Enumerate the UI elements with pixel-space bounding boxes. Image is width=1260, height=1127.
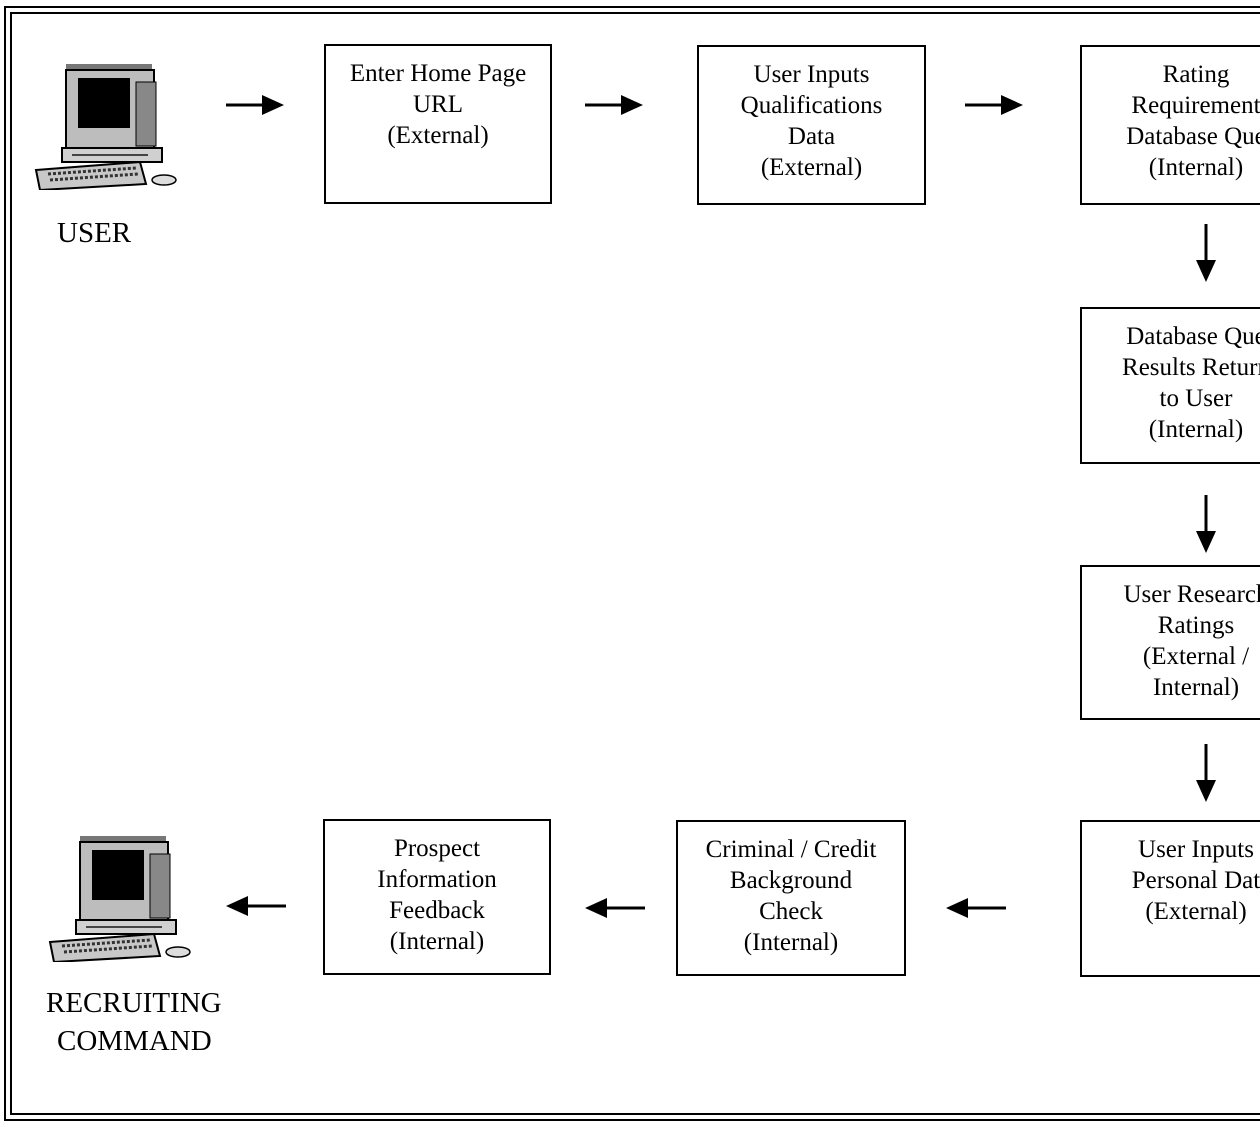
- step-text-line: Background: [729, 867, 853, 894]
- step-text-line: Results Return: [1122, 354, 1260, 381]
- step-database-query-results: Database Que Results Return to User (Int…: [1080, 307, 1260, 464]
- step-text-line: Data: [787, 123, 836, 150]
- step-text-line: (Internal): [743, 929, 839, 956]
- step-text-line: (Internal): [1148, 416, 1244, 443]
- step-text-line: (External): [1145, 898, 1247, 925]
- user-computer-icon: [34, 64, 177, 190]
- step-text-line: User Research: [1123, 581, 1260, 608]
- arrow-right-icon: [226, 95, 284, 115]
- arrow-left-icon: [585, 898, 645, 918]
- recruiting-command-label: RECRUITING COMMAND: [46, 984, 222, 1060]
- step-text-line: User Inputs: [753, 61, 870, 88]
- step-text-line: Internal): [1152, 674, 1240, 701]
- step-text-line: (Internal): [389, 928, 485, 955]
- step-text-line: URL: [413, 91, 463, 118]
- step-enter-home-page-url: Enter Home Page URL (External): [324, 44, 552, 204]
- arrow-right-icon: [965, 95, 1023, 115]
- arrow-right-icon: [585, 95, 643, 115]
- arrow-down-icon: [1196, 744, 1216, 802]
- step-text-line: Rating: [1162, 61, 1230, 88]
- step-text-line: Criminal / Credit: [705, 836, 877, 863]
- inner-frame: [10, 12, 1260, 1115]
- recruiting-computer-icon: [48, 836, 191, 962]
- step-text-line: (External): [387, 122, 489, 149]
- step-text-line: User Inputs: [1138, 836, 1254, 863]
- step-text-line: Ratings: [1157, 612, 1235, 639]
- step-rating-requirement-query: Rating Requirement Database Que (Interna…: [1080, 45, 1260, 205]
- recruiting-label-line: COMMAND: [57, 1025, 212, 1057]
- step-text-line: Check: [759, 898, 823, 925]
- recruiting-label-line: RECRUITING: [46, 987, 222, 1019]
- step-text-line: Requirement: [1131, 92, 1260, 119]
- user-label: USER: [57, 217, 132, 249]
- step-text-line: (External): [760, 154, 863, 181]
- step-user-inputs-personal-data: User Inputs Personal Dat (External): [1080, 820, 1260, 977]
- step-user-inputs-qualifications: User Inputs Qualifications Data (Externa…: [697, 45, 926, 205]
- arrow-down-icon: [1196, 495, 1216, 553]
- step-text-line: Prospect: [393, 835, 481, 862]
- step-text-line: Feedback: [389, 897, 485, 924]
- step-text-line: (Internal): [1148, 154, 1244, 181]
- step-text-line: Enter Home Page: [349, 60, 527, 87]
- step-text-line: (External /: [1142, 643, 1250, 670]
- arrow-left-icon: [226, 896, 286, 916]
- step-criminal-credit-check: Criminal / Credit Background Check (Inte…: [676, 820, 906, 976]
- step-text-line: Information: [377, 866, 497, 893]
- outer-frame: [4, 6, 1260, 1121]
- step-text-line: Database Que: [1126, 123, 1260, 150]
- step-prospect-information-feedback: Prospect Information Feedback (Internal): [323, 819, 551, 975]
- step-text-line: Personal Dat: [1131, 867, 1260, 894]
- step-text-line: Database Que: [1126, 323, 1260, 350]
- step-text-line: to User: [1159, 385, 1233, 412]
- arrow-left-icon: [946, 898, 1006, 918]
- step-user-research-ratings: User Research Ratings (External / Intern…: [1080, 565, 1260, 720]
- step-text-line: Qualifications: [740, 92, 883, 119]
- arrow-down-icon: [1196, 224, 1216, 282]
